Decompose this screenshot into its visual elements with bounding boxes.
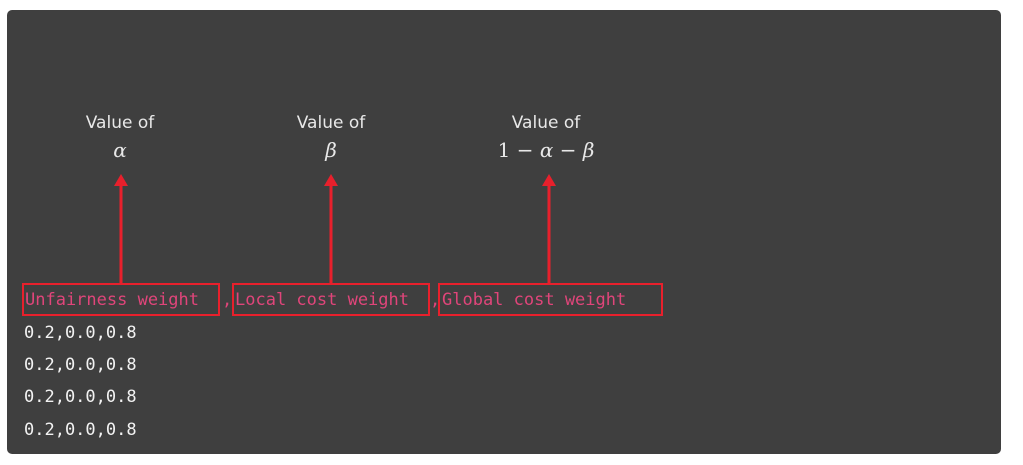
caption-beta-symbol: β (325, 138, 337, 162)
arrow-gamma (542, 174, 556, 283)
arrow-beta (324, 174, 338, 283)
data-row: 0.2,0.0,0.8 (24, 323, 137, 343)
caption-gamma-label: Value of (511, 113, 581, 133)
code-panel (7, 10, 1001, 454)
box-global-cost-weight (438, 283, 663, 316)
box-unfairness-weight (22, 283, 220, 316)
arrow-alpha (114, 174, 128, 283)
header-unfairness-weight: Unfairness weight (25, 290, 199, 310)
caption-gamma-rest: − α − β (516, 138, 595, 162)
caption-beta: Value of β (231, 110, 431, 164)
header-local-cost-weight: Local cost weight (235, 290, 409, 310)
data-row: 0.2,0.0,0.8 (24, 387, 137, 407)
caption-alpha-symbol: α (113, 138, 127, 162)
header-separator-2: , (430, 290, 441, 310)
box-local-cost-weight (232, 283, 430, 316)
caption-gamma-one: 1 (497, 138, 511, 162)
data-row: 0.2,0.0,0.8 (24, 355, 137, 375)
caption-gamma-symbol: 1 − α − β (446, 136, 646, 164)
header-separator-1: , (222, 290, 233, 310)
caption-gamma: Value of 1 − α − β (446, 110, 646, 164)
header-global-cost-weight: Global cost weight (442, 290, 627, 310)
data-row: 0.2,0.0,0.8 (24, 420, 137, 440)
caption-alpha: Value of α (20, 110, 220, 164)
caption-beta-label: Value of (296, 113, 366, 133)
caption-alpha-label: Value of (85, 113, 155, 133)
